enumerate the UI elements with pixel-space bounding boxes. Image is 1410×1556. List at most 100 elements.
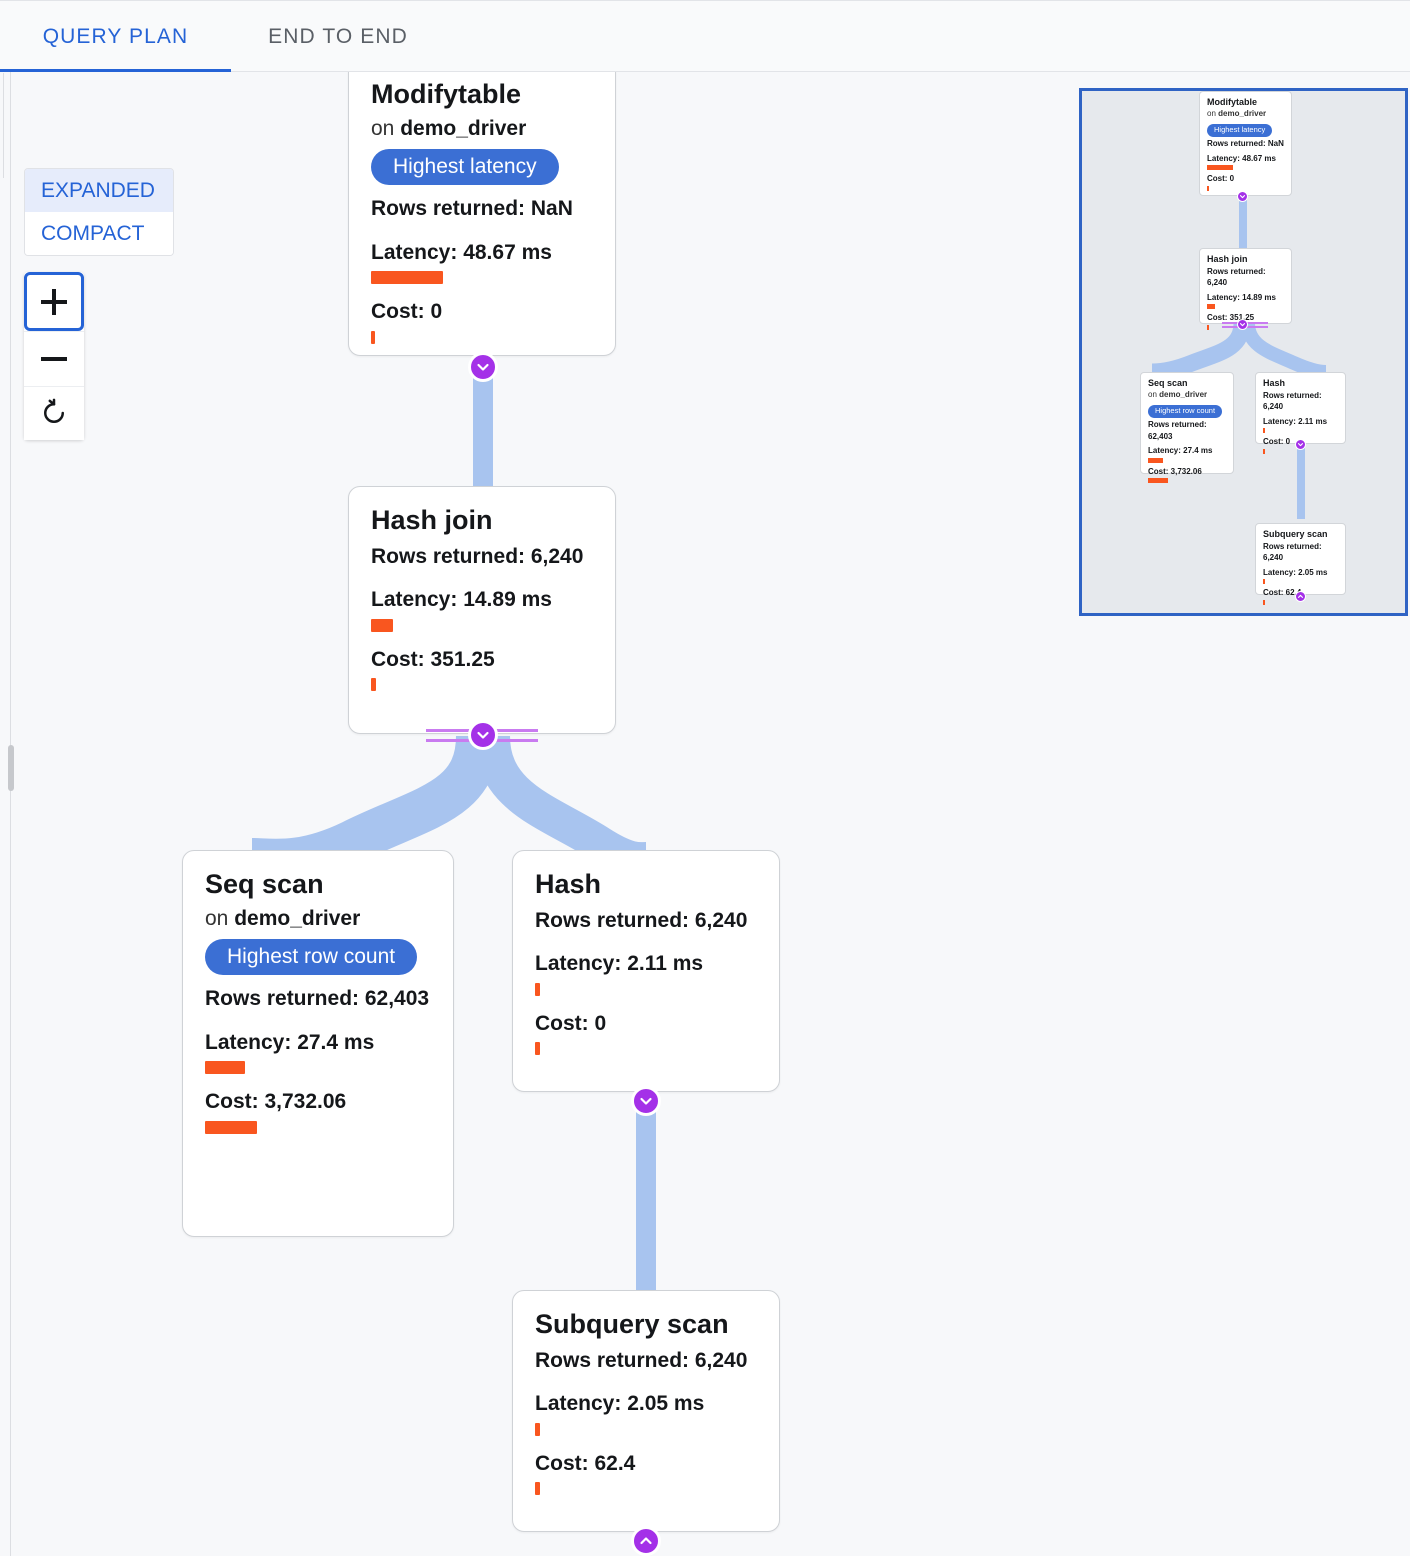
chevron-down-icon: [477, 731, 489, 739]
minus-icon: [41, 346, 67, 372]
minimap-content: Modifytable on demo_driver Highest laten…: [1082, 91, 1405, 613]
minimap-cost-bar: [1148, 478, 1168, 484]
node-hash[interactable]: Hash Rows returned: 6,240 Latency: 2.11 …: [512, 850, 780, 1092]
cost-metric: Cost: 351.25: [371, 646, 593, 692]
minimap-latency-bar: [1207, 304, 1215, 310]
layout-mode-toggle[interactable]: EXPANDED COMPACT: [24, 168, 174, 256]
cost-label: Cost: 0: [371, 300, 443, 324]
latency-label: Latency: 2.11 ms: [535, 952, 704, 976]
cost-label: Cost: 62.4: [535, 1451, 636, 1475]
minimap-toggle-subqueryscan: [1295, 591, 1306, 602]
chevron-down-icon: [477, 363, 489, 371]
tab-query-plan[interactable]: QUERY PLAN: [0, 1, 231, 72]
node-title: Modifytable: [371, 79, 522, 109]
minimap-node-modifytable[interactable]: Modifytable on demo_driver Highest laten…: [1199, 91, 1292, 196]
minimap-latency-metric: Latency: 2.11 ms: [1263, 416, 1338, 434]
zoom-controls[interactable]: [24, 272, 84, 440]
minimap-node-title: Subquery scan: [1263, 529, 1328, 539]
minimap-cost-bar: [1207, 325, 1209, 331]
edge-hash-subqueryscan: [636, 1092, 656, 1308]
cost-metric: Cost: 0: [371, 298, 593, 344]
active-tab-indicator: [0, 69, 231, 73]
tab-bar: QUERY PLAN END TO END: [0, 0, 1410, 73]
on-label: on: [1207, 108, 1216, 118]
minimap-node-badge: Highest latency: [1207, 124, 1273, 137]
minimap-node-title: Seq scan: [1148, 378, 1188, 388]
minimap-node-title: Modifytable: [1207, 97, 1258, 107]
on-label: on: [371, 116, 395, 140]
minimap-latency-metric: Latency: 14.89 ms: [1207, 292, 1284, 310]
tab-query-plan-label: QUERY PLAN: [42, 24, 189, 48]
minimap-rows-returned: Rows returned: 6,240: [1207, 266, 1266, 288]
minimap-toggle-hashjoin: [1237, 319, 1248, 330]
cost-metric: Cost: 0: [535, 1010, 757, 1056]
minimap-cost-bar: [1263, 449, 1265, 455]
zoom-reset-button[interactable]: [24, 385, 84, 440]
cost-bar: [535, 1482, 540, 1496]
node-title: Hash: [535, 869, 602, 899]
minimap-cost-bar: [1207, 185, 1209, 191]
chevron-up-icon: [640, 1537, 652, 1545]
relation-name: demo_driver: [1159, 389, 1208, 399]
node-seqscan[interactable]: Seq scan on demo_driver Highest row coun…: [182, 850, 454, 1237]
node-title: Subquery scan: [535, 1309, 729, 1339]
relation-name: demo_driver: [400, 116, 527, 140]
rows-returned: Rows returned: 6,240: [535, 1348, 748, 1372]
minimap-cost-label: Cost: 0: [1207, 174, 1235, 184]
collapse-toggle-modifytable[interactable]: [468, 352, 498, 382]
rows-returned: Rows returned: 62,403: [205, 987, 430, 1011]
minimap-node-seqscan[interactable]: Seq scan on demo_driver Highest row coun…: [1140, 372, 1234, 484]
mode-compact-label: COMPACT: [41, 221, 145, 245]
latency-metric: Latency: 2.11 ms: [535, 950, 757, 996]
minimap[interactable]: Modifytable on demo_driver Highest laten…: [1079, 88, 1408, 616]
minimap-latency-metric: Latency: 2.05 ms: [1263, 567, 1338, 585]
latency-metric: Latency: 48.67 ms: [371, 239, 593, 285]
mode-expanded-button[interactable]: EXPANDED: [25, 169, 173, 212]
latency-metric: Latency: 14.89 ms: [371, 586, 593, 632]
zoom-in-button[interactable]: [24, 272, 84, 332]
minimap-latency-label: Latency: 2.11 ms: [1263, 416, 1328, 426]
mode-compact-button[interactable]: COMPACT: [25, 212, 173, 255]
minimap-latency-bar: [1148, 457, 1163, 463]
minimap-cost-label: Cost: 3,732.06: [1148, 466, 1202, 476]
node-relation: on demo_driver: [205, 905, 431, 933]
tab-end-to-end[interactable]: END TO END: [231, 1, 445, 72]
collapse-toggle-hash[interactable]: [631, 1086, 661, 1116]
minimap-node-hashjoin[interactable]: Hash join Rows returned: 6,240 Latency: …: [1199, 248, 1292, 331]
tab-end-to-end-label: END TO END: [268, 24, 408, 48]
node-badge[interactable]: Highest latency: [371, 149, 559, 186]
relation-name: demo_driver: [1218, 108, 1267, 118]
minimap-node-subqueryscan[interactable]: Subquery scan Rows returned: 6,240 Laten…: [1255, 523, 1346, 606]
expand-toggle-subqueryscan[interactable]: [631, 1526, 661, 1556]
minimap-cost-metric: Cost: 3,732.06: [1148, 466, 1226, 484]
on-label: on: [1148, 389, 1157, 399]
minimap-toggle-modifytable: [1237, 191, 1248, 202]
mode-expanded-label: EXPANDED: [41, 178, 155, 202]
cost-bar: [205, 1120, 257, 1134]
vertical-scrollbar-thumb[interactable]: [8, 745, 14, 791]
node-hashjoin[interactable]: Hash join Rows returned: 6,240 Latency: …: [348, 486, 616, 734]
node-badge[interactable]: Highest row count: [205, 939, 418, 976]
collapse-toggle-hashjoin[interactable]: [468, 720, 498, 750]
minimap-node-hash[interactable]: Hash Rows returned: 6,240 Latency: 2.11 …: [1255, 372, 1346, 455]
minimap-cost-label: Cost: 351.25: [1207, 313, 1255, 323]
cost-bar: [371, 330, 375, 344]
cost-bar: [535, 1042, 540, 1056]
canvas-edge-line: [3, 73, 4, 178]
minimap-latency-bar: [1207, 165, 1233, 171]
edge-hashjoin-seqscan-ribbon: [266, 732, 484, 862]
minimap-cost-label: Cost: 62.4: [1263, 588, 1302, 598]
cost-metric: Cost: 3,732.06: [205, 1088, 431, 1134]
node-subqueryscan[interactable]: Subquery scan Rows returned: 6,240 Laten…: [512, 1290, 780, 1532]
node-title: Hash join: [371, 505, 493, 535]
minimap-latency-label: Latency: 14.89 ms: [1207, 292, 1276, 302]
cost-label: Cost: 0: [535, 1011, 607, 1035]
minimap-node-title: Hash: [1263, 378, 1286, 388]
plus-icon: [41, 288, 67, 315]
zoom-out-button[interactable]: [24, 331, 84, 386]
node-modifytable[interactable]: Modifytable on demo_driver Highest laten…: [348, 72, 616, 356]
node-title: Seq scan: [205, 869, 324, 899]
minimap-cost-metric: Cost: 351.25: [1207, 312, 1284, 331]
cost-bar: [371, 678, 376, 692]
